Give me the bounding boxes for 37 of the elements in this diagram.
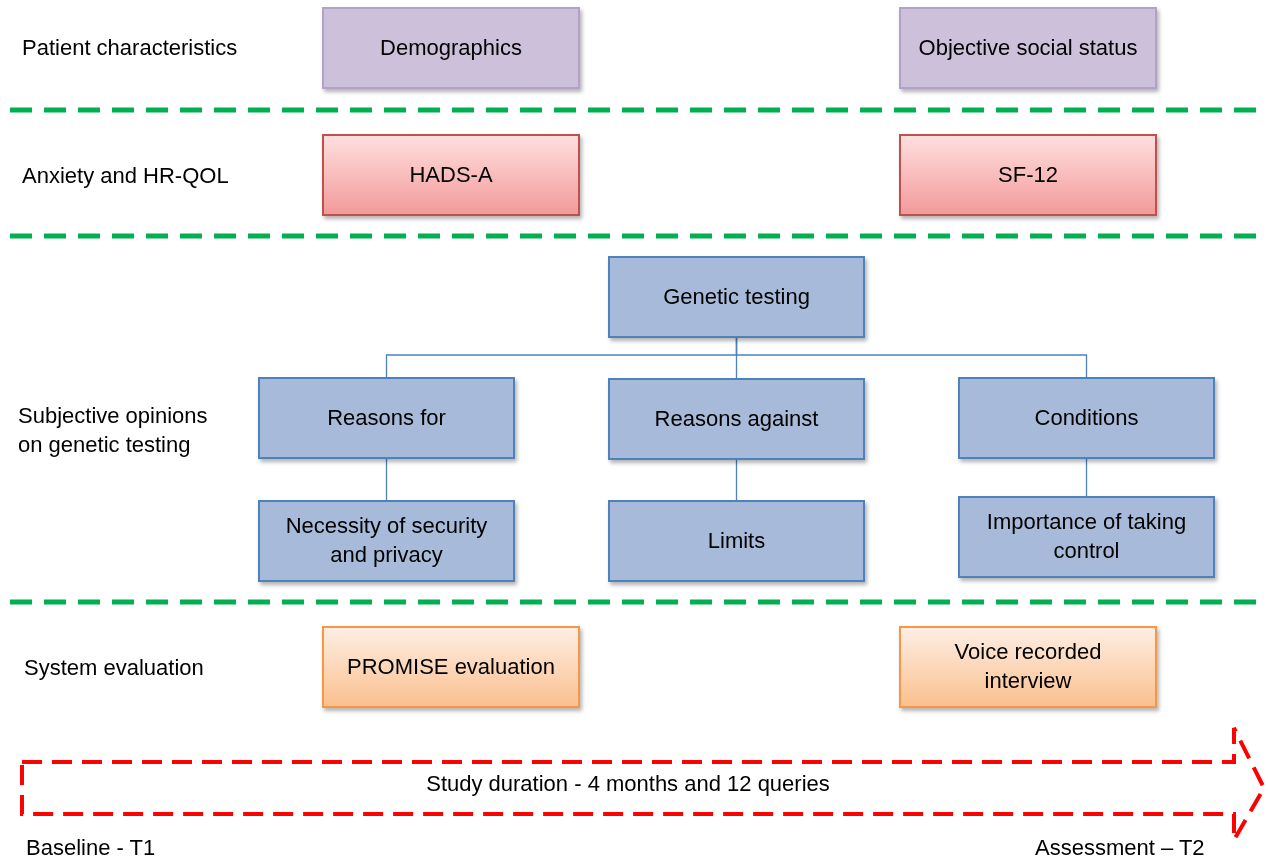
topic-box [958, 496, 1215, 578]
evaluation-box [322, 626, 580, 708]
connector-line [735, 459, 738, 501]
connector-line [1085, 458, 1088, 497]
node-label: Demographics [380, 33, 522, 62]
topic-box [958, 377, 1215, 459]
measure-box [322, 134, 580, 216]
characteristic-box [899, 7, 1157, 89]
topic-box [258, 500, 515, 582]
row-heading: System evaluation [24, 654, 204, 682]
node-label: Study duration - 4 months and 12 queries [426, 769, 830, 798]
row-heading: Anxiety and HR-QOL [22, 162, 229, 190]
topic-box [258, 377, 515, 459]
node-label: Reasons against [654, 404, 819, 433]
row-heading: Subjective opinions on genetic testing [18, 402, 209, 459]
node-label: Conditions [1034, 403, 1139, 432]
evaluation-box [899, 626, 1157, 708]
node-label: Genetic testing [663, 282, 810, 311]
connector-line [735, 337, 1088, 378]
node-label: HADS-A [409, 160, 493, 189]
node-label: Importance of taking control [985, 508, 1188, 565]
node-label: Objective social status [918, 33, 1138, 62]
topic-box [608, 500, 865, 582]
connector-line [385, 458, 388, 501]
characteristic-box [322, 7, 580, 89]
timepoint-label: Assessment – T2 [1035, 834, 1205, 858]
node-label: PROMISE evaluation [347, 652, 555, 681]
node-label: Limits [707, 526, 766, 555]
timepoint-label: Baseline - T1 [26, 834, 156, 858]
node-label: Necessity of security and privacy [284, 512, 489, 569]
node-label: SF-12 [998, 160, 1058, 189]
measure-box [899, 134, 1157, 216]
node-label: Reasons for [327, 403, 446, 432]
topic-box [608, 378, 865, 460]
topic-box [608, 256, 865, 338]
row-heading: Patient characteristics [22, 34, 238, 62]
node-label: Voice recorded interview [953, 638, 1103, 695]
